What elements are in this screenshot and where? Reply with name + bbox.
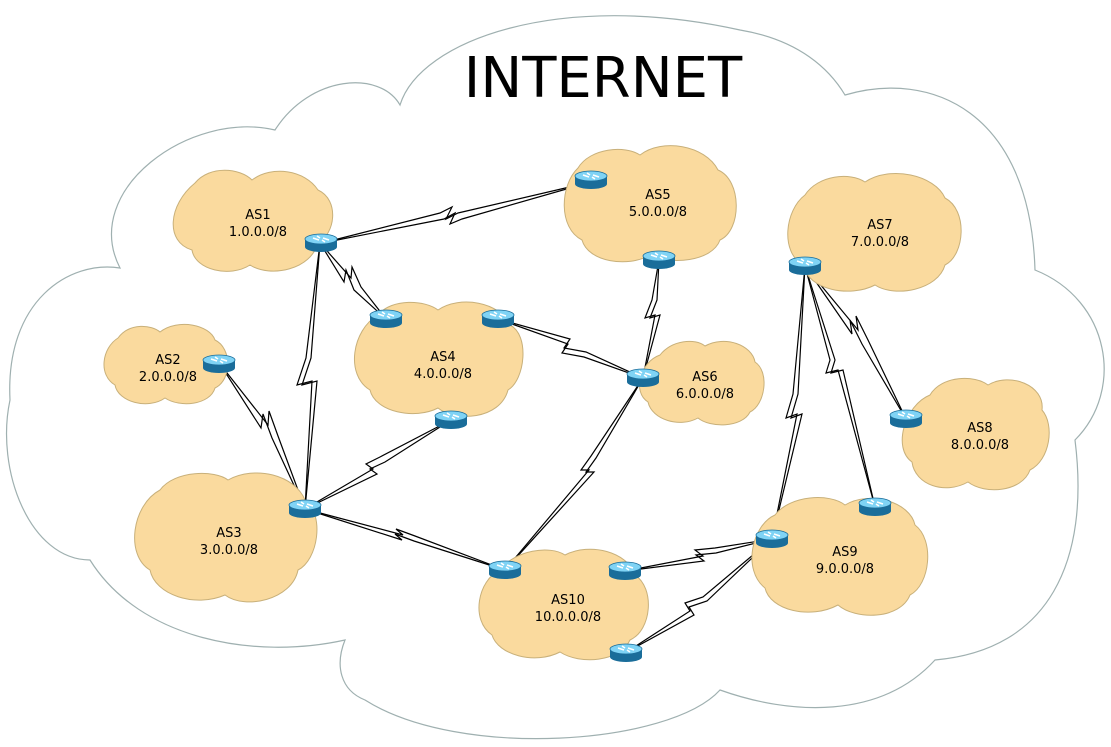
as-labels: AS1 1.0.0.0/8 AS2 2.0.0.0/8 AS3 3.0.0.0/…	[139, 188, 1009, 625]
link-as10-as9-bottom-b	[624, 538, 773, 654]
link-as3-as10	[304, 508, 506, 571]
router-as2-icon	[202, 354, 236, 374]
as8-name: AS8	[967, 421, 992, 436]
router-as10-bottom-icon	[609, 643, 643, 663]
router-as8-icon	[889, 409, 923, 429]
link-as5-as6	[642, 259, 660, 379]
link-as4-as6-b	[497, 318, 644, 379]
link-as10-as9-bottom	[624, 538, 773, 654]
as3-cloud	[134, 472, 318, 603]
as3-prefix: 3.0.0.0/8	[200, 543, 258, 558]
link-as4-as6	[497, 318, 644, 379]
router-as4-left-icon	[369, 309, 403, 329]
link-as7-as8-b	[804, 265, 907, 420]
router-as10-right-icon	[608, 561, 642, 581]
link-as7-as9-left	[771, 265, 806, 540]
as3-name: AS3	[216, 526, 241, 541]
as8-cloud	[901, 377, 1050, 491]
as2-cloud	[103, 324, 229, 405]
router-as7-icon	[788, 256, 822, 276]
router-as9-top-icon	[858, 497, 892, 517]
as5-name: AS5	[645, 188, 670, 203]
as6-prefix: 6.0.0.0/8	[676, 387, 734, 402]
as4-name: AS4	[430, 350, 455, 365]
page-title: INTERNET	[464, 46, 743, 111]
as6-name: AS6	[692, 370, 717, 385]
as4-prefix: 4.0.0.0/8	[414, 367, 472, 382]
as1-name: AS1	[245, 208, 270, 223]
router-as3-icon	[288, 499, 322, 519]
router-as9-left-icon	[755, 529, 789, 549]
links-layer	[219, 181, 907, 654]
router-as1-icon	[304, 233, 338, 253]
link-as1-as3	[301, 242, 321, 510]
as7-prefix: 7.0.0.0/8	[851, 235, 909, 250]
link-as5-as6-b	[642, 259, 661, 379]
link-as10-as9-top	[624, 538, 773, 572]
as10-prefix: 10.0.0.0/8	[535, 610, 601, 625]
as9-name: AS9	[832, 545, 857, 560]
link-as1-as4	[319, 242, 387, 320]
router-as4-right-icon	[481, 309, 515, 329]
router-as6-icon	[626, 368, 660, 388]
link-as2-as3-b	[219, 363, 306, 510]
link-as7-as9-left-b	[771, 265, 806, 540]
as10-name: AS10	[551, 593, 585, 608]
link-as1-as5-b	[321, 181, 592, 244]
link-as3-as4-b	[304, 419, 452, 510]
as-clouds	[103, 145, 1050, 661]
as5-cloud	[563, 145, 737, 263]
as9-cloud	[751, 497, 929, 616]
as2-prefix: 2.0.0.0/8	[139, 370, 197, 385]
as6-cloud	[639, 340, 765, 426]
link-as7-as9-right	[804, 265, 876, 508]
router-as10-left-icon	[488, 560, 522, 580]
link-as10-as9-top-b	[624, 538, 773, 572]
link-as1-as4-b	[319, 242, 387, 320]
as9-prefix: 9.0.0.0/8	[816, 562, 874, 577]
router-as4-bottom-icon	[434, 410, 468, 430]
link-as3-as4	[304, 419, 452, 510]
as5-prefix: 5.0.0.0/8	[629, 205, 687, 220]
as8-prefix: 8.0.0.0/8	[951, 438, 1009, 453]
link-as2-as3	[219, 363, 306, 510]
as7-name: AS7	[867, 218, 892, 233]
link-as7-as9-right-b	[804, 265, 876, 508]
router-as5-top-icon	[574, 170, 608, 190]
as4-cloud	[354, 301, 524, 417]
as2-name: AS2	[155, 353, 180, 368]
link-as6-as10-b	[504, 377, 644, 571]
router-as5-bottom-icon	[642, 250, 676, 270]
link-as3-as10-b	[304, 508, 506, 571]
link-as1-as3-b	[296, 242, 321, 510]
as1-prefix: 1.0.0.0/8	[229, 225, 287, 240]
as10-cloud	[478, 548, 649, 661]
link-as6-as10	[504, 377, 644, 571]
link-as1-as5	[321, 181, 592, 244]
